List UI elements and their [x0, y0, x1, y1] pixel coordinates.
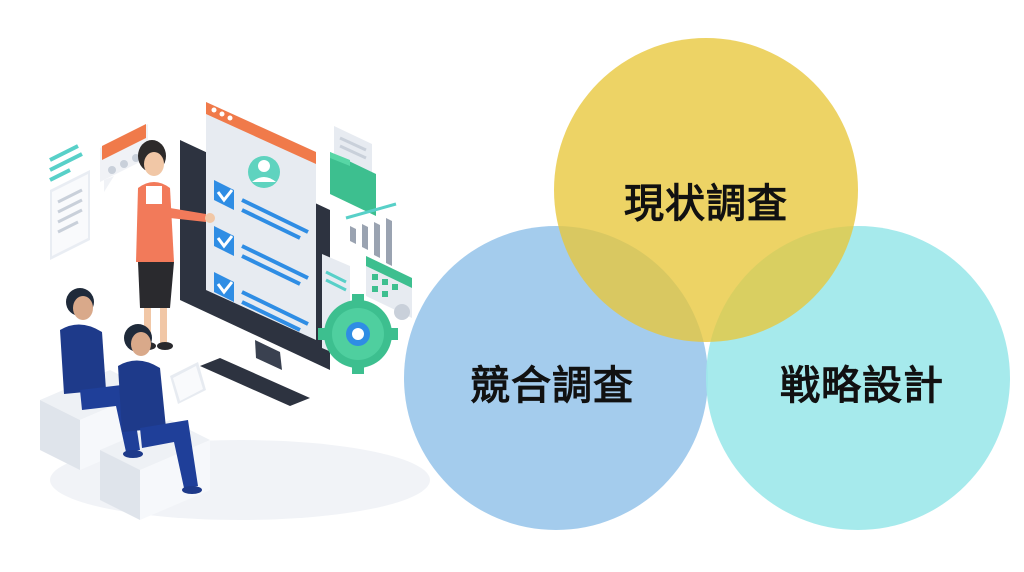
- presenter-icon: [136, 140, 215, 350]
- venn-circle-top: [554, 38, 858, 342]
- checklist-icon: [214, 180, 309, 332]
- calendar-icon: [366, 256, 412, 320]
- venn-label-left: 競合調査: [470, 363, 634, 409]
- bar-chart-icon: [345, 202, 397, 266]
- audience-icon: [40, 288, 210, 520]
- chat-bubble-icon: [100, 124, 148, 192]
- business-presentation-illustration: [40, 102, 430, 520]
- gear-icon: [318, 294, 398, 374]
- document-icon: [49, 144, 90, 260]
- folder-icon: [330, 126, 376, 216]
- venn-label-right: 戦略設計: [780, 363, 944, 409]
- venn-label-top: 現状調査: [624, 181, 788, 227]
